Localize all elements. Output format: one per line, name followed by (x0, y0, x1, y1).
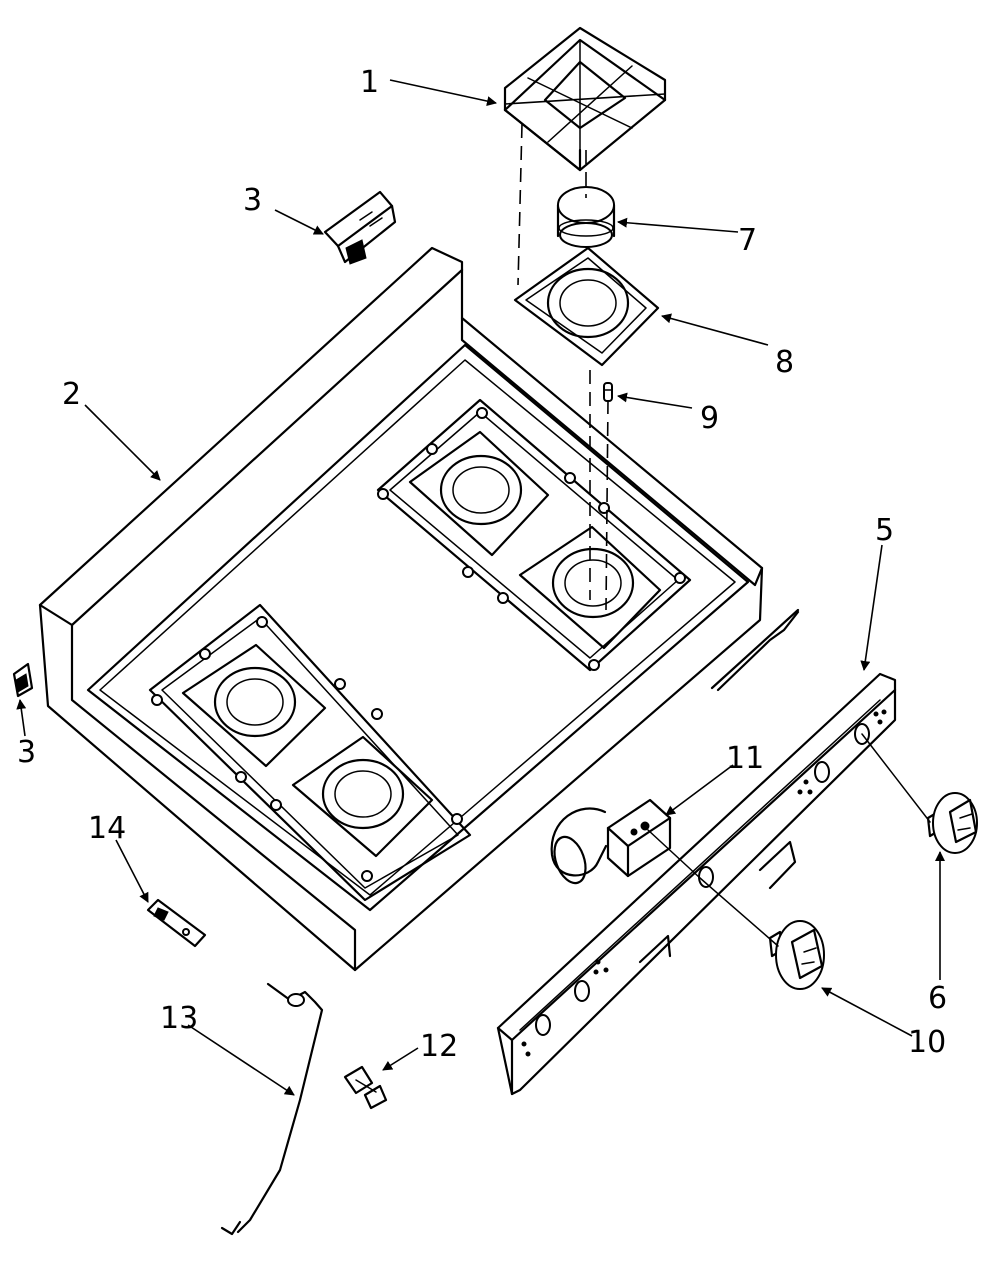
callout-12: 12 (420, 1029, 458, 1064)
callout-10: 10 (908, 1025, 946, 1060)
ignition-switch (550, 798, 672, 885)
burner-base (513, 246, 660, 367)
control-knob-right (926, 792, 978, 854)
callout-1: 1 (360, 65, 379, 100)
control-knob-front (768, 920, 825, 990)
burner-cap (556, 186, 616, 248)
hinge-bracket-top (323, 190, 397, 265)
callout-13: 13 (160, 1001, 198, 1036)
callout-3-left: 3 (17, 735, 36, 770)
callout-5: 5 (875, 513, 894, 548)
bracket-clip (146, 898, 207, 948)
control-manifold-panel (496, 608, 897, 1096)
igniter-lead (220, 982, 324, 1236)
callout-labels: 1 2 3 3 5 6 7 8 9 10 11 12 13 14 (17, 65, 947, 1064)
assembly-alignment-lines (517, 123, 609, 611)
callout-8: 8 (775, 345, 794, 380)
callout-14: 14 (88, 811, 126, 846)
burner-grate (503, 26, 667, 172)
callout-3-top: 3 (243, 183, 262, 218)
callout-6: 6 (928, 981, 947, 1016)
mounting-screw (603, 382, 613, 402)
callout-9: 9 (700, 401, 719, 436)
hinge-bracket-left (12, 662, 34, 698)
callout-leaders (16, 79, 945, 1096)
callout-11: 11 (726, 741, 764, 776)
callout-7: 7 (738, 223, 757, 258)
cooktop-main-top (38, 246, 764, 972)
callout-2: 2 (62, 377, 81, 412)
wire-clip (343, 1065, 388, 1110)
